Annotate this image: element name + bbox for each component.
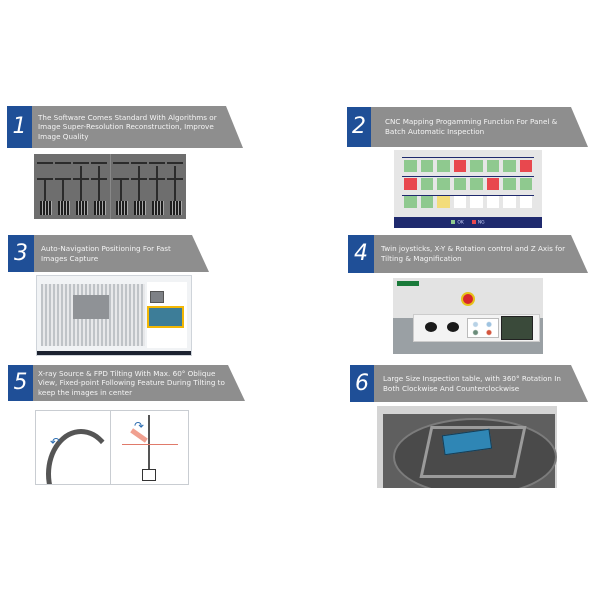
joystick-left (425, 322, 437, 332)
feature-banner-5: 5 X-ray Source & FPD Tilting With Max. 6… (8, 365, 245, 401)
joystick-panel-image (393, 278, 543, 354)
feature-title: The Software Comes Standard With Algorit… (38, 112, 217, 141)
cnc-cell-pending (437, 196, 450, 208)
cnc-grid (404, 160, 532, 214)
emergency-stop (461, 292, 475, 306)
cnc-cell-ok (404, 196, 417, 208)
cnc-cell-empty (453, 196, 466, 208)
banner-shape (34, 235, 209, 272)
feature-title: CNC Mapping Progamming Function For Pane… (385, 117, 558, 136)
tilting-diagram-image: ↶ ↷ (35, 410, 189, 485)
cnc-row (404, 160, 532, 172)
feature-number: 1 (7, 106, 32, 148)
cnc-cell-ok (420, 196, 433, 208)
banner-shape (374, 235, 588, 273)
cnc-cell-empty (486, 196, 499, 208)
legend-ok: OK (451, 219, 464, 225)
cnc-cell-ok (437, 178, 450, 190)
banner-shape (33, 365, 245, 401)
banner-shape (32, 106, 243, 148)
cnc-cell-ng (519, 160, 532, 172)
rotate-arrow-icon: ↶ (50, 435, 61, 449)
cnc-cell-ng (486, 178, 499, 190)
feature-title: X-ray Source & FPD Tilting With Max. 60°… (38, 368, 225, 397)
cnc-cell-ok (470, 178, 483, 190)
banner-shape (371, 107, 588, 147)
feature-banner-3: 3 Auto-Navigation Positioning For Fast I… (8, 235, 209, 272)
cnc-row (404, 178, 532, 190)
cnc-cell-empty (503, 196, 516, 208)
cnc-cell-ok (420, 178, 433, 190)
cnc-cell-ng (453, 160, 466, 172)
feature-title: Auto-Navigation Positioning For Fast Ima… (41, 243, 171, 263)
feature-banner-2: 2 CNC Mapping Progamming Function For Pa… (347, 107, 588, 147)
cnc-cell-ok (453, 178, 466, 190)
feature-title: Large Size Inspection table, with 360° R… (383, 373, 561, 393)
cnc-cell-ok (470, 160, 483, 172)
feature-title: Twin joysticks, X-Y & Rotation control a… (381, 244, 566, 263)
cnc-cell-empty (470, 196, 483, 208)
feature-number: 3 (8, 235, 34, 272)
banner-shape (374, 365, 588, 402)
feature-banner-4: 4 Twin joysticks, X-Y & Rotation control… (348, 235, 588, 273)
feature-banner-6: 6 Large Size Inspection table, with 360°… (350, 365, 588, 402)
cnc-cell-ok (503, 160, 516, 172)
feature-number: 4 (348, 235, 374, 273)
cnc-cell-ok (486, 160, 499, 172)
rotate-arrow-icon: ↷ (134, 419, 145, 433)
cnc-cell-empty (519, 196, 532, 208)
cnc-row (404, 196, 532, 208)
feature-number: 5 (8, 365, 33, 401)
feature-banner-1: 1 The Software Comes Standard With Algor… (7, 106, 243, 148)
navigation-highlight (147, 306, 184, 328)
cnc-cell-ng (404, 178, 417, 190)
cnc-legend: OK NG (394, 217, 542, 228)
cnc-cell-ok (404, 160, 417, 172)
cnc-cell-ok (503, 178, 516, 190)
joystick-right (447, 322, 459, 332)
legend-ng: NG (471, 219, 485, 225)
cnc-cell-ok (420, 160, 433, 172)
feature-number: 2 (347, 107, 371, 147)
rotating-table-image (377, 406, 557, 488)
cnc-cell-ok (437, 160, 450, 172)
cnc-mapping-image: OK NG (394, 150, 542, 228)
cnc-cell-ok (519, 178, 532, 190)
feature-number: 6 (350, 365, 374, 402)
xray-super-resolution-image (34, 154, 186, 219)
auto-navigation-image (36, 275, 192, 356)
